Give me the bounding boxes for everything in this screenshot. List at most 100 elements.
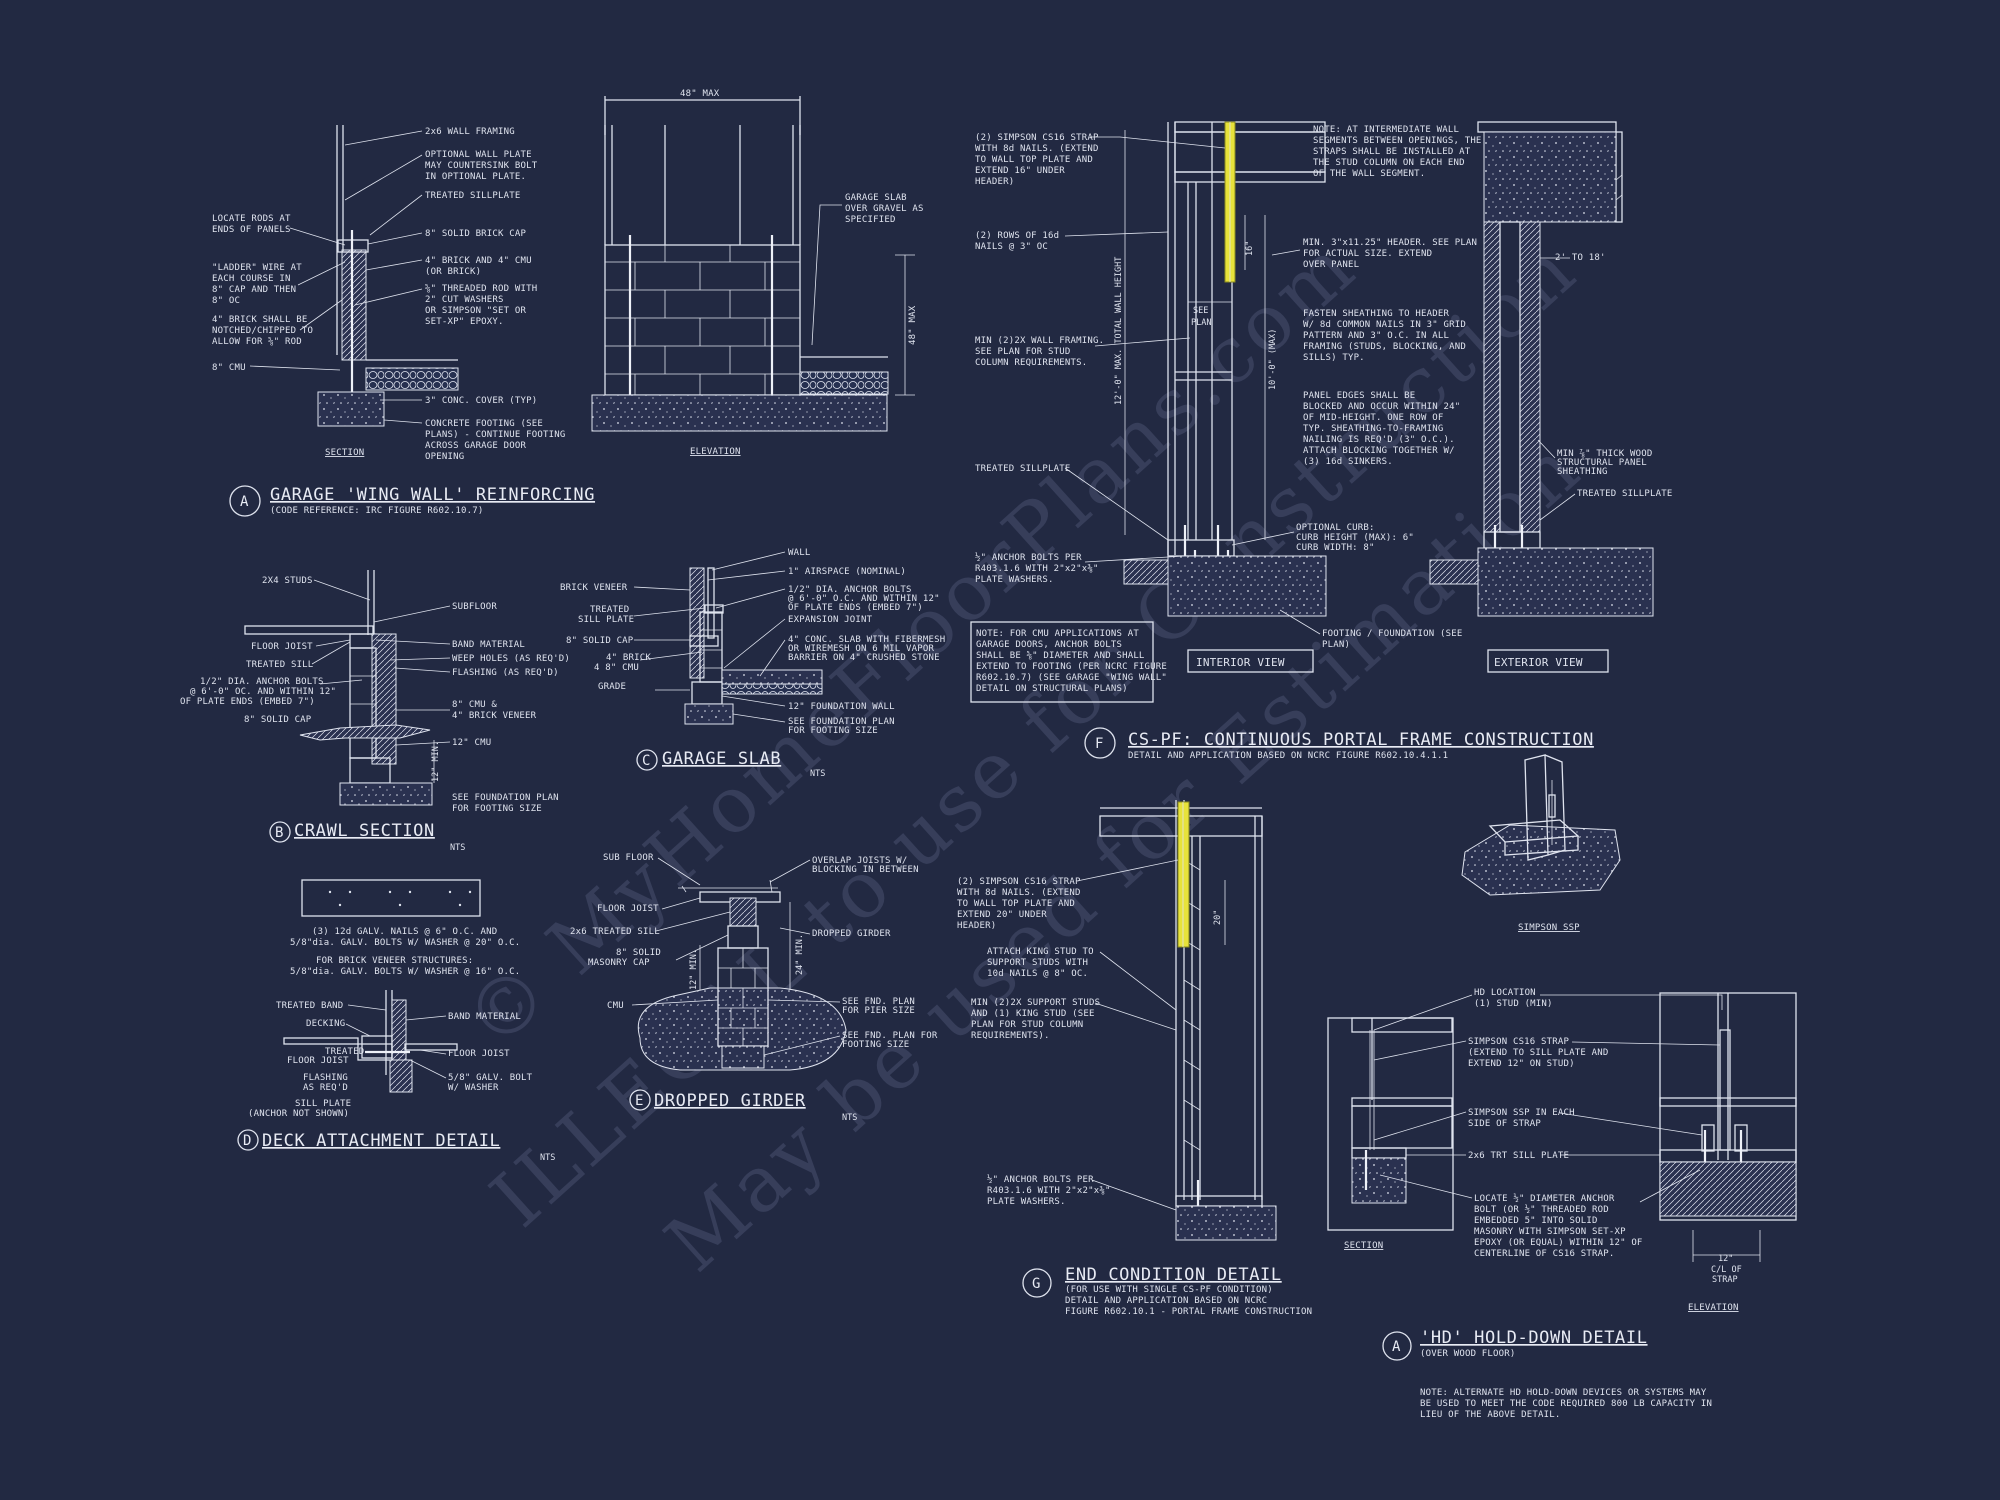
hd-notes: HD LOCATION (1) STUD (MIN) SIMPSON CS16 … — [1373, 988, 1723, 1259]
svg-text:FASTEN SHEATHING TO HEADER: FASTEN SHEATHING TO HEADER — [1303, 309, 1449, 319]
detail-f-portal-frame: 12'-0" MAX. TOTAL WALL HEIGHT 10'-0" (MA… — [970, 121, 1672, 761]
svg-text:(2) ROWS OF 16d: (2) ROWS OF 16d — [975, 231, 1059, 241]
simpson-ssp-detail: SIMPSON SSP — [1461, 754, 1621, 933]
svg-text:4" BRICK: 4" BRICK — [606, 653, 651, 663]
svg-text:EXPANSION JOINT: EXPANSION JOINT — [788, 615, 873, 625]
svg-text:12": 12" — [1718, 1254, 1733, 1264]
e-title: DROPPED GIRDER — [654, 1091, 806, 1111]
svg-text:HEADER): HEADER) — [957, 921, 996, 931]
svg-text:PLAN FOR STUD COLUMN: PLAN FOR STUD COLUMN — [971, 1020, 1083, 1030]
svg-text:EXTEND TO FOOTING (PER NCRC FI: EXTEND TO FOOTING (PER NCRC FIGURE — [976, 662, 1167, 672]
svg-text:½" ANCHOR BOLTS PER: ½" ANCHOR BOLTS PER — [975, 552, 1082, 563]
g-dim: 20" — [1213, 910, 1223, 925]
detail-d-deck-attachment: (3) 12d GALV. NAILS @ 6" O.C. AND 5/8"di… — [237, 879, 555, 1163]
svg-text:NOTCHED/CHIPPED TO: NOTCHED/CHIPPED TO — [212, 326, 313, 336]
e-dim1: 12" MIN. — [689, 949, 699, 990]
svg-text:CONCRETE FOOTING (SEE: CONCRETE FOOTING (SEE — [425, 419, 543, 429]
c-nts: NTS — [810, 769, 825, 779]
g-notes: (2) SIMPSON CS16 STRAP WITH 8d NAILS. (E… — [957, 859, 1179, 1211]
svg-text:CURB WIDTH: 8": CURB WIDTH: 8" — [1296, 543, 1375, 553]
detail-a-wing-wall: SECTION LOCATE RODS AT ENDS OF PANELS "L… — [212, 89, 923, 517]
svg-text:TREATED SILL: TREATED SILL — [246, 660, 313, 670]
svg-text:TREATED SILLPLATE: TREATED SILLPLATE — [975, 464, 1071, 474]
svg-text:SEE FOUNDATION PLAN: SEE FOUNDATION PLAN — [452, 793, 559, 803]
svg-text:(ANCHOR NOT SHOWN): (ANCHOR NOT SHOWN) — [248, 1109, 349, 1119]
f-title: CS-PF: CONTINUOUS PORTAL FRAME CONSTRUCT… — [1128, 730, 1594, 750]
f-notes-mid: NOTE: AT INTERMEDIATE WALL SEGMENTS BETW… — [1231, 125, 1481, 650]
svg-text:SEE: SEE — [1193, 306, 1208, 316]
svg-text:OPTIONAL CURB:: OPTIONAL CURB: — [1296, 523, 1375, 533]
svg-text:EXTEND 20" UNDER: EXTEND 20" UNDER — [957, 910, 1047, 920]
svg-text:3" CONC. COVER (TYP): 3" CONC. COVER (TYP) — [425, 396, 537, 406]
svg-text:(1) STUD (MIN): (1) STUD (MIN) — [1474, 999, 1553, 1009]
svg-text:1/2" DIA. ANCHOR BOLTS: 1/2" DIA. ANCHOR BOLTS — [788, 585, 912, 595]
e-notes: SUB FLOOR FLOOR JOIST 2x6 TREATED SILL 8… — [570, 853, 938, 1056]
svg-text:WALL: WALL — [788, 548, 810, 558]
svg-text:STRUCTURAL PANEL: STRUCTURAL PANEL — [1557, 458, 1647, 468]
svg-text:SIMPSON CS16 STRAP: SIMPSON CS16 STRAP — [1468, 1037, 1570, 1047]
svg-text:DROPPED GIRDER: DROPPED GIRDER — [812, 929, 891, 939]
svg-text:MIN. 3"x11.25" HEADER. SEE PLA: MIN. 3"x11.25" HEADER. SEE PLAN — [1303, 238, 1477, 248]
a-subtitle: (CODE REFERENCE: IRC FIGURE R602.10.7) — [270, 506, 484, 516]
svg-text:WEEP HOLES (AS REQ'D): WEEP HOLES (AS REQ'D) — [452, 654, 570, 664]
e-marker: E — [635, 1093, 643, 1109]
svg-text:HD LOCATION: HD LOCATION — [1474, 988, 1536, 998]
f-cmu-note: NOTE: FOR CMU APPLICATIONS AT GARAGE DOO… — [976, 629, 1167, 694]
svg-text:8" SOLID BRICK CAP: 8" SOLID BRICK CAP — [425, 229, 527, 239]
svg-text:EMBEDDED 5" INTO SOLID: EMBEDDED 5" INTO SOLID — [1474, 1216, 1598, 1226]
svg-text:BE USED TO MEET THE CODE REQUI: BE USED TO MEET THE CODE REQUIRED 800 LB… — [1420, 1399, 1712, 1409]
svg-text:OF MID-HEIGHT. ONE ROW OF: OF MID-HEIGHT. ONE ROW OF — [1303, 413, 1443, 423]
svg-text:⅝" THREADED ROD WITH: ⅝" THREADED ROD WITH — [425, 284, 537, 294]
cs16-strap-end — [1177, 801, 1190, 948]
svg-text:OF PLATE ENDS (EMBED 7"): OF PLATE ENDS (EMBED 7") — [788, 603, 923, 613]
c-marker: C — [642, 753, 650, 769]
svg-text:NOTE: FOR CMU APPLICATIONS AT: NOTE: FOR CMU APPLICATIONS AT — [976, 629, 1139, 639]
svg-text:ATTACH BLOCKING TOGETHER W/: ATTACH BLOCKING TOGETHER W/ — [1303, 446, 1455, 456]
svg-text:4" BRICK SHALL BE: 4" BRICK SHALL BE — [212, 315, 308, 325]
svg-text:FOR ACTUAL SIZE. EXTEND: FOR ACTUAL SIZE. EXTEND — [1303, 249, 1432, 259]
hd-title: 'HD' HOLD-DOWN DETAIL — [1420, 1328, 1648, 1348]
svg-text:TREATED: TREATED — [325, 1047, 364, 1057]
b-nts: NTS — [450, 843, 465, 853]
svg-text:NOTE: AT INTERMEDIATE WALL: NOTE: AT INTERMEDIATE WALL — [1313, 125, 1459, 135]
detail-g-end-condition: 20" (2) SIMPSON CS16 STRAP WITH 8d NAILS… — [957, 800, 1312, 1317]
svg-text:OF PLATE ENDS (EMBED 7"): OF PLATE ENDS (EMBED 7") — [180, 697, 315, 707]
svg-text:12'-0" MAX. TOTAL WALL HEIGHT: 12'-0" MAX. TOTAL WALL HEIGHT — [1114, 257, 1124, 405]
svg-text:8" SOLID CAP: 8" SOLID CAP — [244, 715, 312, 725]
hd-marker: A — [1392, 1339, 1401, 1355]
svg-text:SEE FND. PLAN FOR: SEE FND. PLAN FOR — [842, 1031, 938, 1041]
svg-text:OVER PANEL: OVER PANEL — [1303, 260, 1359, 270]
simpson-label: SIMPSON SSP — [1518, 923, 1580, 933]
svg-text:FLOOR JOIST: FLOOR JOIST — [251, 642, 313, 652]
g-title: END CONDITION DETAIL — [1065, 1265, 1282, 1285]
svg-text:MIN (2)2X SUPPORT STUDS: MIN (2)2X SUPPORT STUDS — [971, 998, 1100, 1008]
d-title: DECK ATTACHMENT DETAIL — [262, 1131, 500, 1151]
svg-text:EPOXY (OR EQUAL) WITHIN 12" OF: EPOXY (OR EQUAL) WITHIN 12" OF — [1474, 1238, 1643, 1248]
svg-text:HEADER): HEADER) — [975, 177, 1014, 187]
svg-text:"LADDER" WIRE AT: "LADDER" WIRE AT — [212, 263, 302, 273]
detail-c-garage-slab: BRICK VENEER TREATED SILL PLATE 8" SOLID… — [560, 548, 945, 779]
svg-text:(3) 12d GALV. NAILS @ 6" O.C.: (3) 12d GALV. NAILS @ 6" O.C. AND — [312, 927, 497, 937]
svg-text:(2) SIMPSON CS16 STRAP: (2) SIMPSON CS16 STRAP — [957, 877, 1081, 887]
svg-text:TO WALL TOP PLATE AND: TO WALL TOP PLATE AND — [975, 155, 1093, 165]
svg-text:2' TO 18': 2' TO 18' — [1555, 253, 1606, 263]
svg-text:SEE FND. PLAN: SEE FND. PLAN — [842, 997, 915, 1007]
e-nts: NTS — [842, 1113, 857, 1123]
svg-text:CENTERLINE OF CS16 STRAP.: CENTERLINE OF CS16 STRAP. — [1474, 1249, 1614, 1259]
svg-text:(2) SIMPSON CS16 STRAP: (2) SIMPSON CS16 STRAP — [975, 133, 1099, 143]
svg-text:OPENING: OPENING — [425, 452, 464, 462]
svg-text:TO WALL TOP PLATE AND: TO WALL TOP PLATE AND — [957, 899, 1075, 909]
svg-text:SIDE OF STRAP: SIDE OF STRAP — [1468, 1119, 1541, 1129]
svg-text:8" OC: 8" OC — [212, 296, 240, 306]
svg-text:FRAMING (STUDS, BLOCKING, AND: FRAMING (STUDS, BLOCKING, AND — [1303, 342, 1466, 352]
svg-text:FIGURE R602.10.1 - PORTAL FRAM: FIGURE R602.10.1 - PORTAL FRAME CONSTRUC… — [1065, 1307, 1312, 1317]
svg-text:WITH 8d NAILS. (EXTEND: WITH 8d NAILS. (EXTEND — [957, 888, 1081, 898]
svg-text:OR WIREMESH ON 6 MIL VAPOR: OR WIREMESH ON 6 MIL VAPOR — [788, 644, 934, 654]
b-title: CRAWL SECTION — [294, 821, 435, 841]
svg-text:PLAN: PLAN — [1191, 318, 1211, 328]
svg-text:10'-0" (MAX): 10'-0" (MAX) — [1268, 329, 1278, 390]
svg-text:R403.1.6 WITH 2"x2"x⅜": R403.1.6 WITH 2"x2"x⅜" — [987, 1186, 1111, 1196]
svg-text:FOOTING SIZE: FOOTING SIZE — [842, 1040, 909, 1050]
detail-b-crawl-section: 12" MIN. 2X4 STUDS FLOOR JOIST TREATED S… — [180, 570, 570, 853]
